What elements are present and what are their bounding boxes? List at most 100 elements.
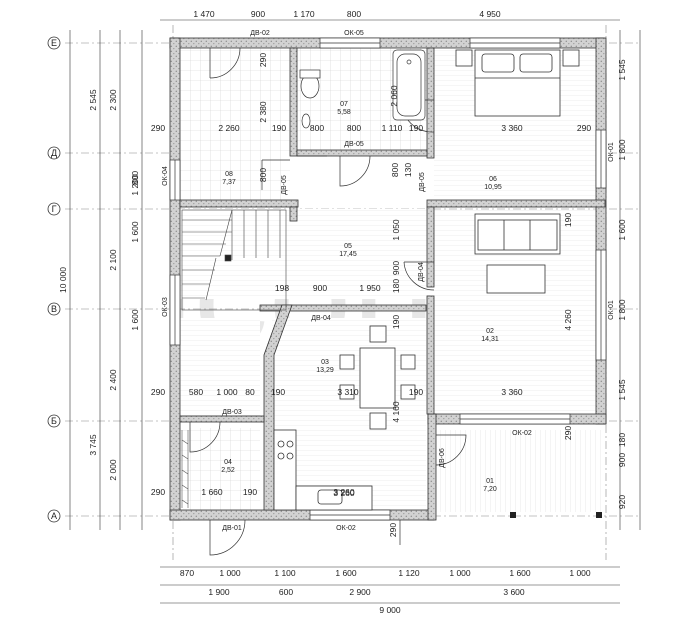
dim-label: 800 <box>390 163 400 177</box>
bath-fixtures <box>299 49 426 129</box>
dining-table <box>339 325 416 430</box>
dim-label: 920 <box>617 495 627 509</box>
dim-label: 290 <box>258 53 268 67</box>
dim-label: 290 <box>563 426 573 440</box>
dim-label: 3 260 <box>333 488 355 498</box>
dim-label: 80 <box>245 387 255 397</box>
dim-label: 190 <box>272 123 286 133</box>
room-number: 02 <box>486 328 494 335</box>
axis-label: Б <box>51 416 57 426</box>
opening-tag: ОК-04 <box>162 166 169 186</box>
opening-tag: ДВ-04 <box>418 262 425 282</box>
axis-label: В <box>51 304 57 314</box>
dim-label: 800 <box>310 123 324 133</box>
windows <box>169 37 607 521</box>
room-area: 10,95 <box>484 184 502 191</box>
dim-label: 190 <box>391 315 401 329</box>
room-area: 7,37 <box>222 179 236 186</box>
room-area: 17,45 <box>339 251 357 258</box>
dim-label: 600 <box>279 587 293 597</box>
dim-label: 1 600 <box>617 219 627 241</box>
dim-label: 2 000 <box>108 459 118 481</box>
dim-label: 290 <box>151 387 165 397</box>
opening-tag: ДВ-06 <box>439 448 446 468</box>
dim-label: 3 260 <box>333 487 355 497</box>
door-swings <box>189 47 467 556</box>
left-dimensions: 10 000 2 545 3 745 2 300 2 100 2 400 2 0… <box>58 89 140 481</box>
dim-label: 190 <box>243 487 257 497</box>
dim-label: 1 170 <box>293 9 315 19</box>
dim-label: 800 <box>347 9 361 19</box>
dim-label: 2 300 <box>108 89 118 111</box>
dim-label: 900 <box>617 453 627 467</box>
dim-label: 1 900 <box>208 587 230 597</box>
dim-label: 130 <box>403 163 413 177</box>
kitchen-counter <box>273 429 373 511</box>
dim-label: 3 310 <box>337 387 359 397</box>
opening-tag: ОК-02 <box>512 430 532 437</box>
dim-label: 1 660 <box>201 487 223 497</box>
dim-label: 4 160 <box>391 401 401 423</box>
axis-label: Д <box>51 148 57 158</box>
dim-label: 190 <box>563 213 573 227</box>
dim-label: 2 900 <box>349 587 371 597</box>
dim-label: 1 120 <box>398 568 420 578</box>
dim-label: 2 400 <box>108 369 118 391</box>
porch-posts <box>510 512 602 518</box>
dim-label: 4 260 <box>563 309 573 331</box>
dim-label: 290 <box>151 123 165 133</box>
opening-tag: ДВ-02 <box>250 30 270 37</box>
dim-label: 800 <box>130 171 140 185</box>
opening-tag: ДВ-01 <box>222 525 242 532</box>
room-number: 05 <box>344 243 352 250</box>
dim-label: 1 800 <box>617 139 627 161</box>
dim-label: 1 050 <box>391 219 401 241</box>
dim-label: 2 545 <box>88 89 98 111</box>
dim-label: 290 <box>151 487 165 497</box>
dim-label: 800 <box>258 168 268 182</box>
dim-label: 1 600 <box>130 309 140 331</box>
sofa <box>474 213 561 294</box>
dim-label: 2 380 <box>258 101 268 123</box>
room-labels: 01 7,20 02 14,31 03 13,29 04 2,52 05 17,… <box>221 101 502 493</box>
dim-label: 1 600 <box>509 568 531 578</box>
dim-label: 3 600 <box>503 587 525 597</box>
room-number: 04 <box>224 459 232 466</box>
dim-label: 900 <box>251 9 265 19</box>
dim-label: 190 <box>409 123 423 133</box>
dim-label: 190 <box>271 387 285 397</box>
room-number: 06 <box>489 176 497 183</box>
dim-label: 1 110 <box>382 123 403 133</box>
dim-label: 1 950 <box>359 283 381 293</box>
dim-label: 2 100 <box>108 249 118 271</box>
dim-label: 800 <box>347 123 361 133</box>
dim-label: 180 <box>617 433 627 447</box>
axis-label: А <box>51 511 57 521</box>
axis-markers: Е Д Г В Б А <box>47 36 61 523</box>
opening-labels: ДВ-02 ОК-05 ДВ-05 ДВ-05 ДВ-05 ДВ-04 ДВ-0… <box>162 30 615 532</box>
dim-label: 4 950 <box>479 9 501 19</box>
dim-label: 1 000 <box>216 387 238 397</box>
opening-tag: ДВ-05 <box>419 172 426 192</box>
dim-label: 1 000 <box>569 568 591 578</box>
dim-label: 1 600 <box>130 221 140 243</box>
dim-label: 1 545 <box>617 379 627 401</box>
dim-label: 1 545 <box>617 59 627 81</box>
dim-label: 1 800 <box>617 299 627 321</box>
room-number: 03 <box>321 359 329 366</box>
interior-dimensions: 290 2 260 190 800 800 1 110 190 3 360 29… <box>151 53 591 537</box>
dimension-lines <box>69 19 641 604</box>
dim-label: 900 <box>391 261 401 275</box>
opening-tag: ДВ-04 <box>311 315 331 322</box>
opening-tag: ОК-01 <box>608 300 615 320</box>
room-area: 13,29 <box>316 367 334 374</box>
opening-tag: ОК-02 <box>336 525 356 532</box>
dim-label: 10 000 <box>58 267 68 293</box>
room-number: 08 <box>225 171 233 178</box>
dim-label: 1 600 <box>335 568 357 578</box>
room-area: 2,52 <box>221 467 235 474</box>
room-area: 14,31 <box>481 336 499 343</box>
opening-tag: ОК-05 <box>344 30 364 37</box>
axis-label: Г <box>52 204 57 214</box>
